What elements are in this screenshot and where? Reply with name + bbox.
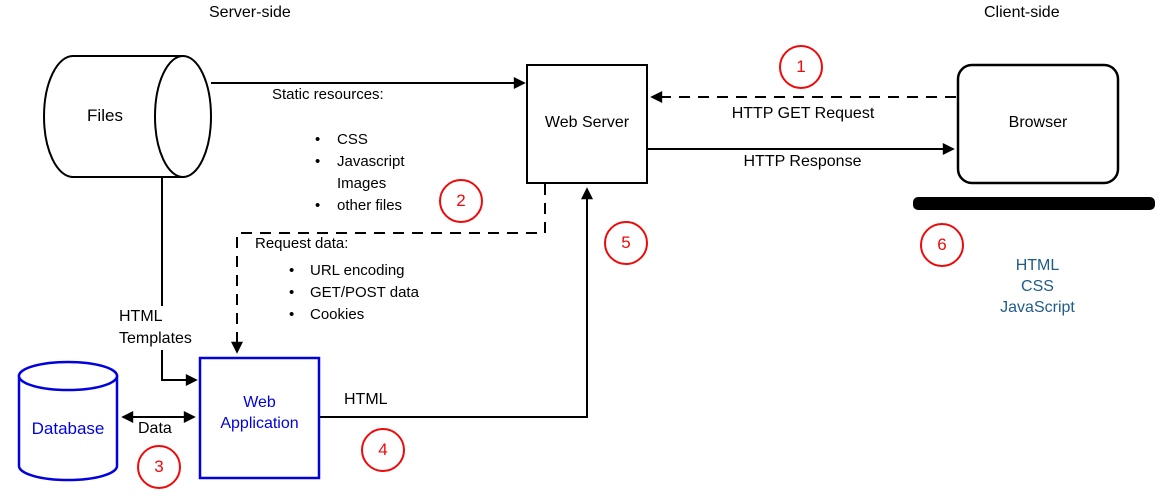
http-response-label: HTTP Response <box>743 153 862 170</box>
laptop-base-bar <box>913 197 1155 210</box>
step-badge-1: 1 <box>779 45 823 89</box>
list-item-text: other files <box>337 197 403 214</box>
step-badge-6: 6 <box>920 223 964 267</box>
webapp-to-webserver-html-arrow <box>319 187 593 418</box>
request-data-title: Request data: <box>255 235 349 252</box>
list-item: URL encoding <box>255 260 419 282</box>
data-label: Data <box>138 420 172 437</box>
client-stack-line: HTML <box>1015 257 1060 274</box>
client-stack-line: JavaScript <box>1000 299 1075 316</box>
static-resources-list: Static resources: CSS Javascript Images … <box>272 86 405 218</box>
client-stack-line: CSS <box>1021 278 1054 295</box>
list-item: other files <box>272 195 405 217</box>
list-item-text: GET/POST data <box>310 284 419 301</box>
request-data-list: Request data: URL encoding GET/POST data… <box>255 235 419 327</box>
database-cylinder <box>17 360 119 482</box>
http-get-request-label: HTTP GET Request <box>731 105 875 122</box>
static-resources-title: Static resources: <box>272 86 384 103</box>
files-cylinder <box>43 55 212 178</box>
files-to-webapp-templates-arrow <box>161 177 198 386</box>
files-label: Files <box>87 106 123 125</box>
webserver-to-webapp-request-arrow <box>231 184 546 354</box>
web-application-label: Web Application <box>220 394 299 432</box>
step-badge-4: 4 <box>361 428 405 472</box>
web-server-box <box>526 64 648 184</box>
html-templates-label: HTML Templates <box>116 306 195 350</box>
list-item-text: Cookies <box>310 306 365 323</box>
client-stack-text: HTML CSS JavaScript <box>987 255 1088 318</box>
list-item: Cookies <box>255 304 419 326</box>
list-item: GET/POST data <box>255 282 419 304</box>
step-badge-5: 5 <box>604 221 648 265</box>
database-label: Database <box>31 419 105 438</box>
web-application-box <box>198 356 321 480</box>
step-badge-3: 3 <box>137 445 181 489</box>
step-badge-2: 2 <box>439 179 483 223</box>
list-item-text: CSS <box>337 131 368 148</box>
list-item: Javascript <box>272 151 405 173</box>
list-item: Images <box>272 173 405 195</box>
list-item-text: Javascript <box>337 153 405 170</box>
browser-box <box>956 63 1120 185</box>
list-item: CSS <box>272 129 405 151</box>
browser-label: Browser <box>1008 114 1068 131</box>
client-side-title: Client-side <box>984 4 1060 21</box>
html-label: HTML <box>344 391 388 408</box>
list-item-text: Images <box>337 175 387 192</box>
server-side-title: Server-side <box>209 4 291 21</box>
web-server-label: Web Server <box>544 114 630 131</box>
list-item-text: URL encoding <box>310 262 405 279</box>
